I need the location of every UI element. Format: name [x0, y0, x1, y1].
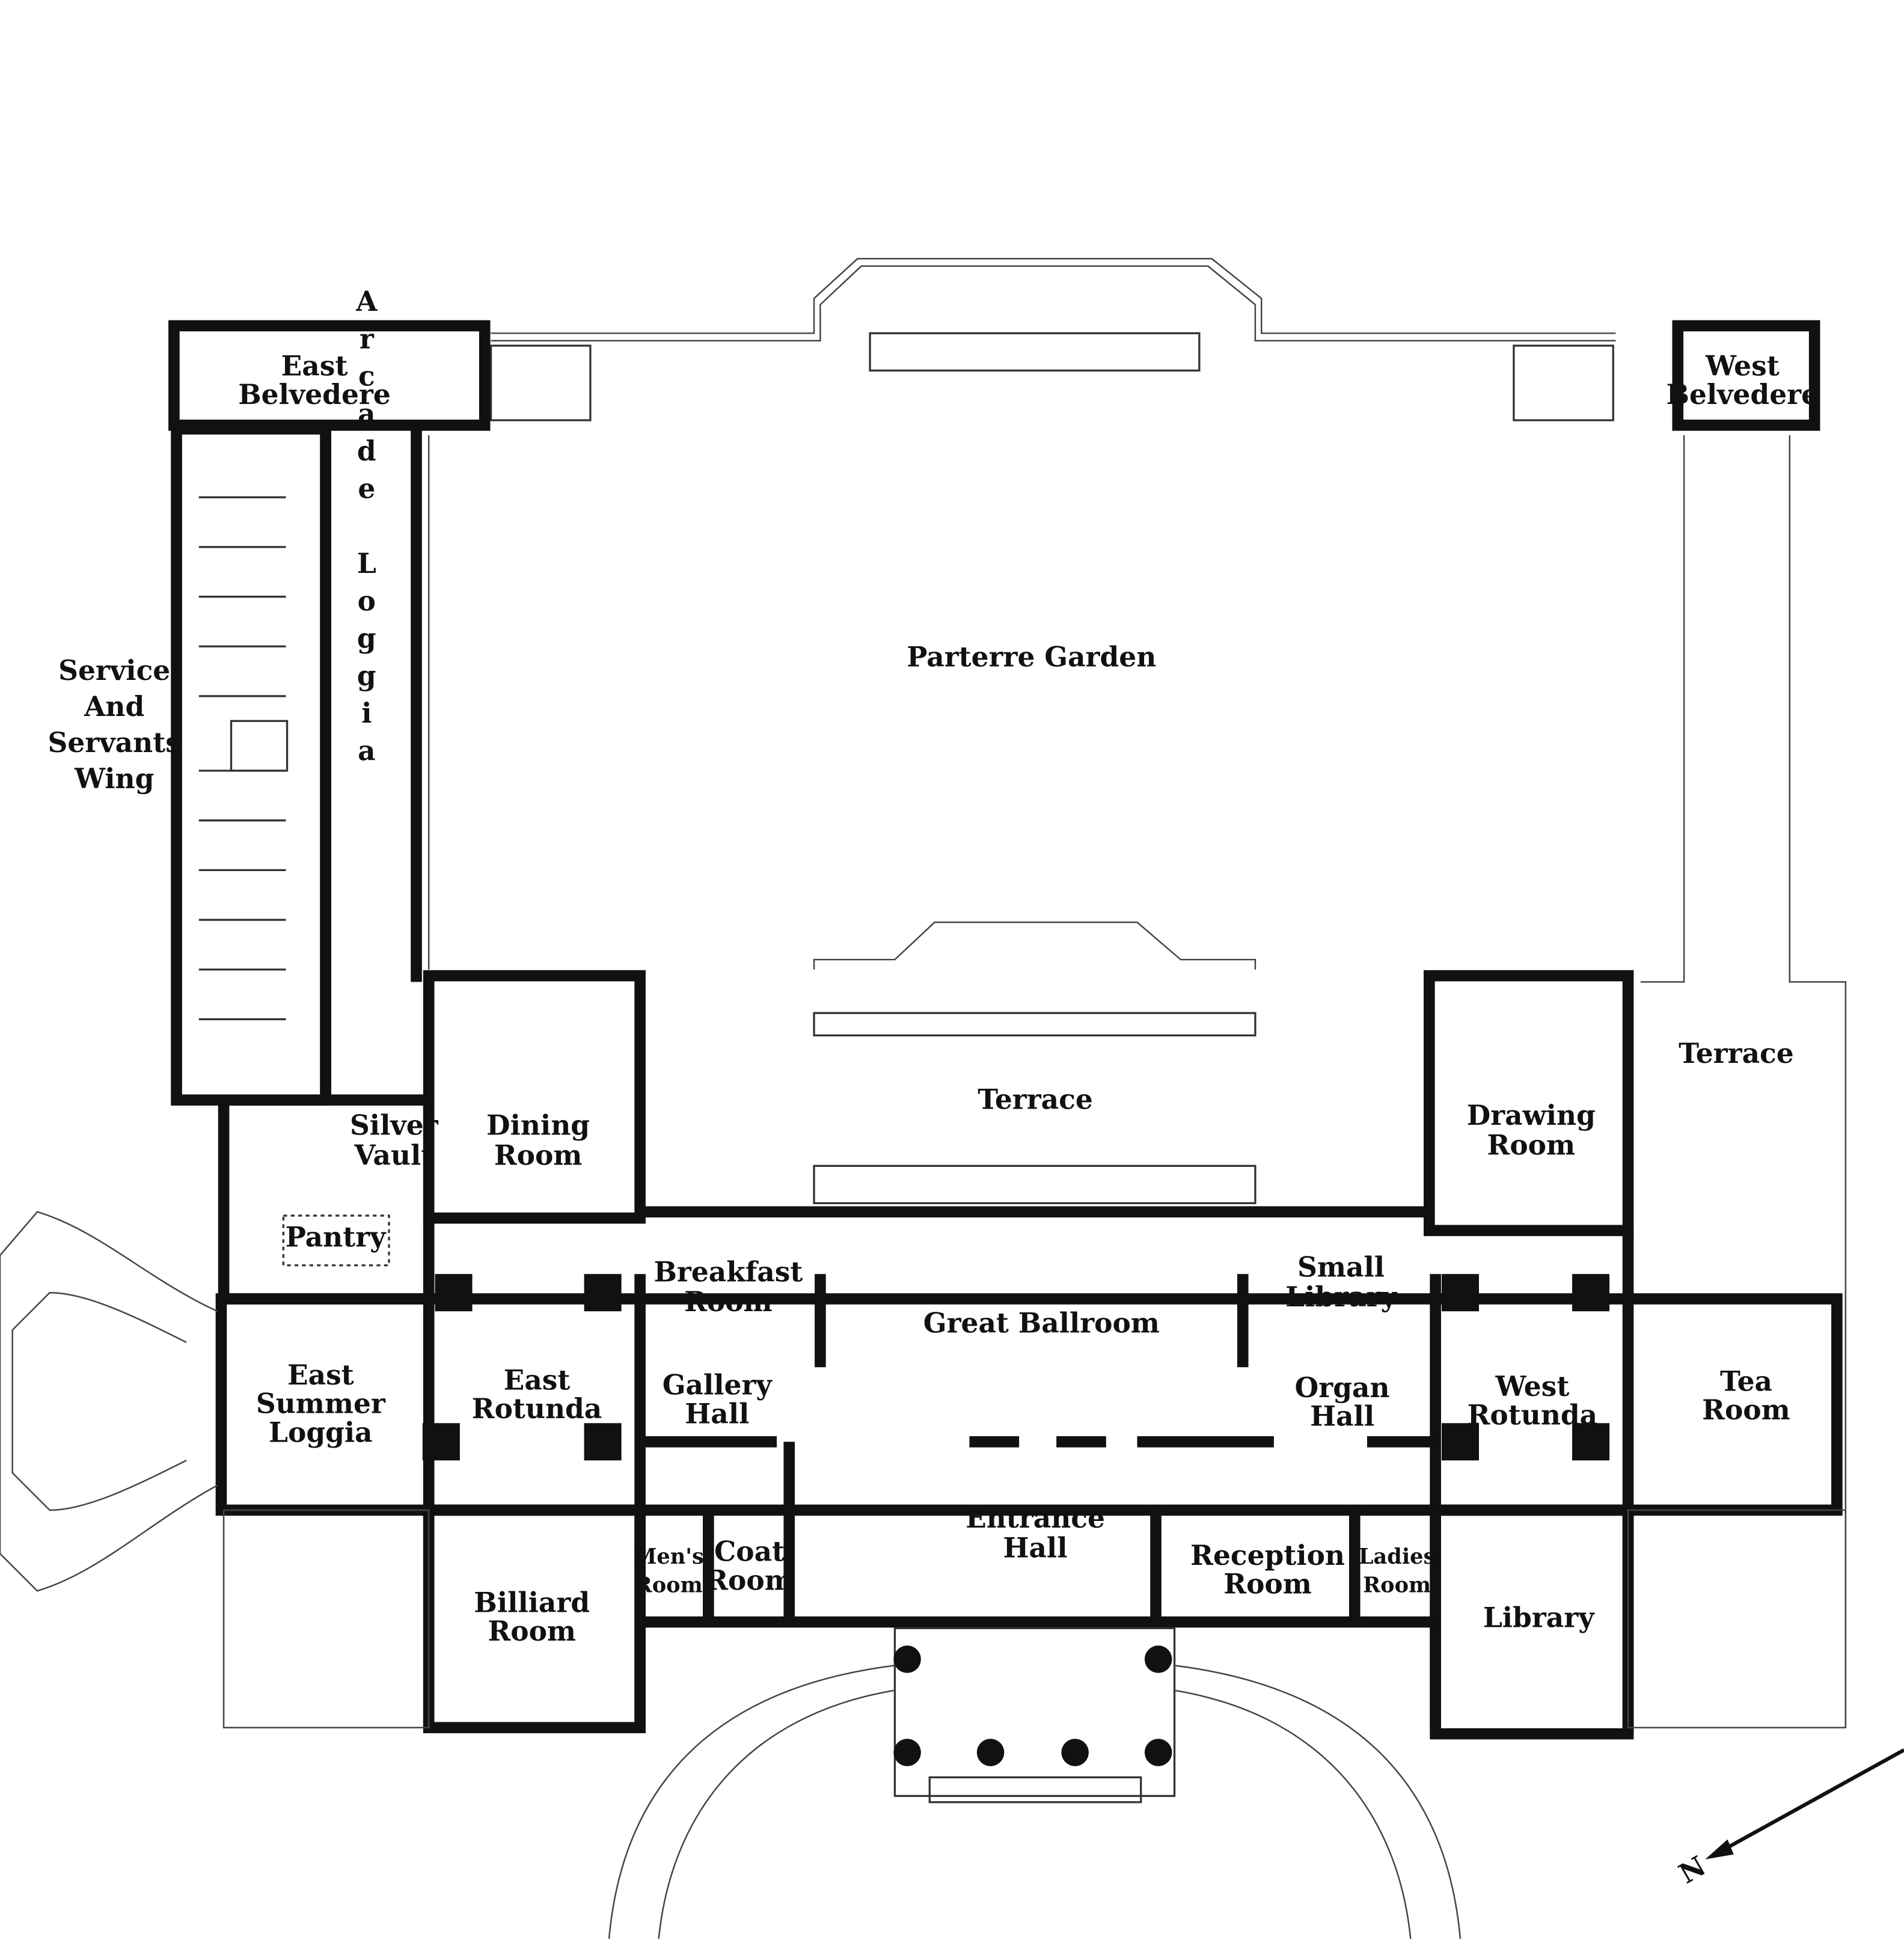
- parterre-garden-label: Parterre Garden: [907, 640, 1156, 673]
- east-terrace-label: Terrace: [1679, 1037, 1794, 1069]
- pantry-label: Pantry: [286, 1221, 387, 1253]
- arcade-loggia-label: Arcade Loggia: [350, 285, 383, 772]
- library-label: Library: [1483, 1601, 1595, 1633]
- north-label: N: [1673, 1849, 1711, 1890]
- plan-walls: [0, 258, 1847, 1939]
- great-ballroom-label: Great Ballroom: [923, 1306, 1160, 1339]
- north-arrow-icon: N: [1673, 1748, 1904, 1890]
- terrace-label: Terrace: [978, 1083, 1093, 1115]
- portico-columns: [893, 1645, 1172, 1766]
